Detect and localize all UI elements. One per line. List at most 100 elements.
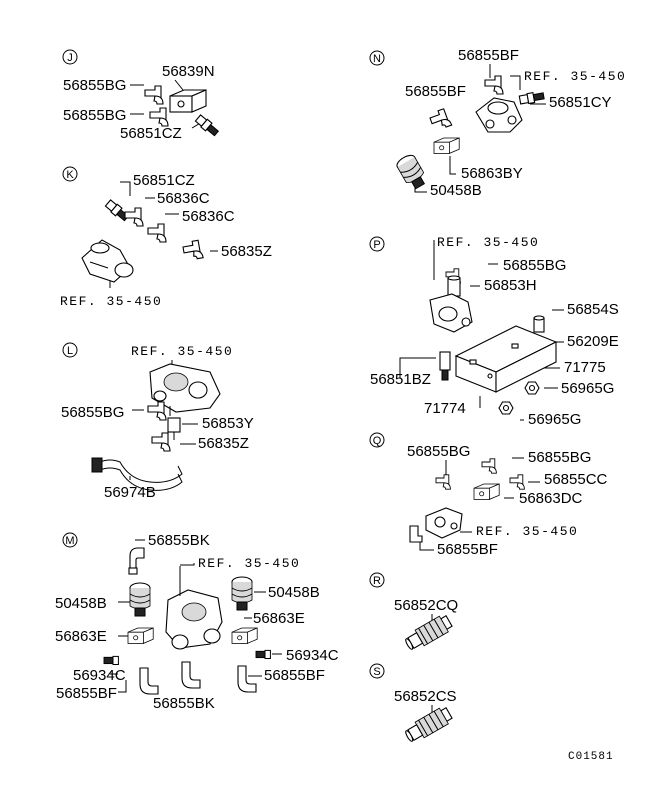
section-q-marker: Q xyxy=(369,432,385,448)
reference-label: REF. 35-450 xyxy=(476,524,578,539)
section-p-marker: P xyxy=(369,236,385,252)
valve-assembly xyxy=(425,507,463,539)
part-label: 56855BF xyxy=(56,685,117,702)
block-fitting xyxy=(473,483,500,500)
section-q: Q 56855BG 56855BG 56855CC 56863DC REF. 3… xyxy=(369,432,608,558)
valve-assembly xyxy=(81,239,134,283)
part-label: 56855BF xyxy=(437,541,498,558)
part-label: 56974B xyxy=(104,484,156,501)
part-label: 56855BF xyxy=(405,83,466,100)
block-fitting xyxy=(433,137,460,154)
part-label: 56934C xyxy=(286,647,339,664)
elbow-fitting xyxy=(181,239,204,262)
section-letter: K xyxy=(66,169,74,181)
nipple-fitting xyxy=(194,113,221,138)
part-label: 56851CZ xyxy=(120,125,182,142)
bracket xyxy=(454,325,558,393)
part-label: 56965G xyxy=(528,411,581,428)
elbow-fitting xyxy=(124,207,144,227)
hex-nut xyxy=(524,381,540,395)
figure-code: C01581 xyxy=(568,751,614,763)
part-label: 71774 xyxy=(424,400,466,417)
section-letter: Q xyxy=(373,435,382,447)
part-label: 56836C xyxy=(157,190,210,207)
section-letter: L xyxy=(67,345,73,357)
part-label: 56853Y xyxy=(202,415,254,432)
elbow-fitting xyxy=(144,85,164,105)
section-letter: M xyxy=(65,535,74,547)
part-label: 56855CC xyxy=(544,471,608,488)
nipple-fitting xyxy=(518,90,546,106)
part-label: 56863DC xyxy=(519,490,583,507)
part-label: 56855BF xyxy=(264,667,325,684)
block-fitting xyxy=(127,627,154,644)
elbow-fitting xyxy=(147,401,167,421)
part-label: 56852CS xyxy=(394,688,457,705)
part-label: 56855BG xyxy=(63,107,126,124)
part-label: 56853H xyxy=(484,277,537,294)
section-p: P REF. 35-450 56855BG 56853H 56854S 5620… xyxy=(369,235,619,428)
section-j: J 56855BG 56839N 56855BG 56851CZ xyxy=(62,49,221,142)
elbow-fitting xyxy=(484,75,504,95)
part-label: 56209E xyxy=(567,333,619,350)
nipple-fitting xyxy=(104,198,131,223)
section-l-marker: L xyxy=(62,342,78,358)
reference-label: REF. 35-450 xyxy=(437,235,539,250)
part-label: 56851CY xyxy=(549,94,612,111)
pressure-switch xyxy=(129,582,151,617)
block-fitting xyxy=(231,627,258,644)
elbow-fitting xyxy=(509,474,525,490)
reference-label: REF. 35-450 xyxy=(524,69,626,84)
part-label: 56965G xyxy=(561,380,614,397)
elbow-fitting xyxy=(435,474,451,490)
part-label: 50458B xyxy=(430,182,482,199)
part-label: 56851BZ xyxy=(370,371,431,388)
section-letter: S xyxy=(373,666,380,678)
part-label: 56852CQ xyxy=(394,597,458,614)
reference-label: REF. 35-450 xyxy=(60,294,162,309)
section-l: L REF. 35-450 56855BG 56853Y 56835Z 5697… xyxy=(61,342,254,501)
section-k: K 56851CZ 56836C 56836C 56835Z REF. 35-4… xyxy=(60,166,272,309)
part-label: 56855BG xyxy=(61,404,124,421)
hex-nut xyxy=(498,401,514,415)
valve-assembly xyxy=(149,363,221,416)
section-s-marker: S xyxy=(369,663,385,679)
section-n-marker: N xyxy=(369,50,385,66)
block-fitting xyxy=(169,89,207,113)
valve-assembly xyxy=(165,566,223,650)
part-label: 56854S xyxy=(567,301,619,318)
part-label: 56855BK xyxy=(148,532,210,549)
section-m: M 56855BK REF. 35-450 50458B 50458B 5686… xyxy=(55,532,339,712)
section-r: R 56852CQ xyxy=(369,572,458,654)
part-label: 56855BG xyxy=(528,449,591,466)
section-letter: J xyxy=(67,52,73,64)
section-n: N 56855BF REF. 35-450 56855BF 56851CY 56… xyxy=(369,47,626,199)
section-k-marker: K xyxy=(62,166,78,182)
part-label: 56855BG xyxy=(503,257,566,274)
part-label: 56835Z xyxy=(198,435,249,452)
part-label: 56855BK xyxy=(153,695,215,712)
part-label: 56836C xyxy=(182,208,235,225)
section-j-marker: J xyxy=(62,49,78,65)
part-label: 56934C xyxy=(73,667,126,684)
part-label: 56863E xyxy=(55,628,107,645)
part-label: 71775 xyxy=(564,359,606,376)
reference-label: REF. 35-450 xyxy=(198,556,300,571)
part-label: 56839N xyxy=(162,63,215,80)
pressure-switch xyxy=(394,152,430,192)
coupler-fitting xyxy=(402,704,455,746)
part-label: 56851CZ xyxy=(133,172,195,189)
coupler-fitting xyxy=(402,612,455,654)
elbow-fitting xyxy=(147,223,167,243)
pressure-switch xyxy=(231,576,253,611)
part-label: 56863E xyxy=(253,610,305,627)
elbow-fitting xyxy=(428,107,453,132)
part-label: 50458B xyxy=(55,595,107,612)
valve-assembly xyxy=(429,293,473,333)
section-letter: P xyxy=(373,239,380,251)
part-label: 50458B xyxy=(268,584,320,601)
part-label: 56855BG xyxy=(63,77,126,94)
section-s: S 56852CS xyxy=(369,663,457,746)
section-m-marker: M xyxy=(62,532,78,548)
